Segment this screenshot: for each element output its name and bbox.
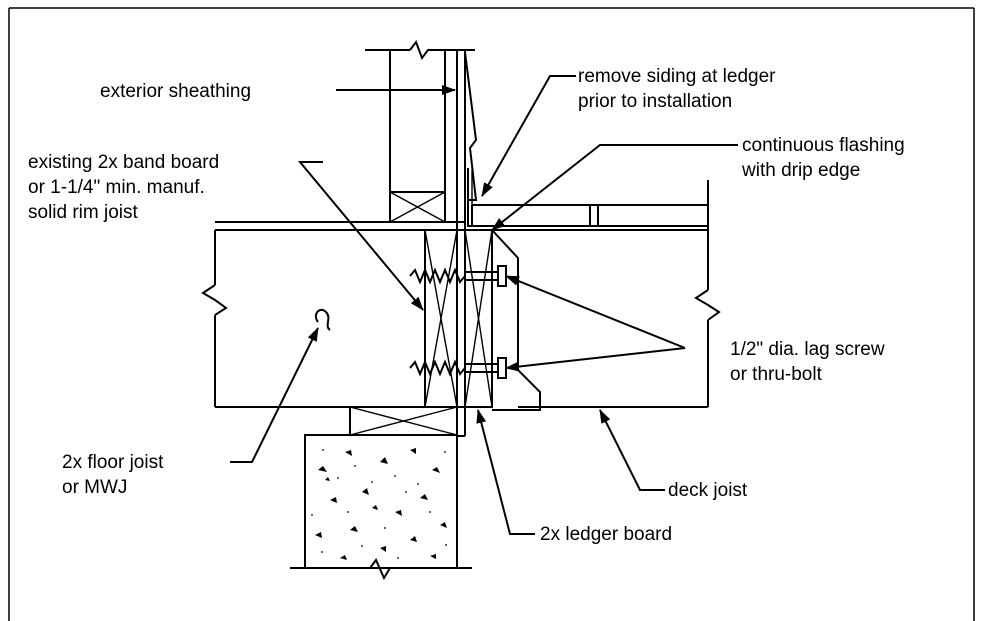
joist-hanger [491,229,541,411]
labels: exterior sheathing remove siding at ledg… [28,66,905,545]
siding [464,51,478,201]
band-board [424,229,458,408]
subfloor [215,221,465,231]
label-ledger-board: 2x ledger board [540,524,672,545]
label-remove-siding-line2: prior to installation [578,91,732,112]
upper-wall-stud [365,39,475,192]
label-floor-joist-line2: or MWJ [62,477,127,498]
decking [471,204,708,227]
exterior-sheathing [456,50,466,437]
ledger-board [464,229,493,408]
leader-lines [230,75,738,535]
label-lag-screw-line1: 1/2" dia. lag screw [730,339,885,360]
drawing-frame [8,7,975,621]
label-lag-screw-line2: or thru-bolt [730,364,823,385]
label-exterior-sheathing: exterior sheathing [100,81,251,102]
sole-plate [389,191,446,223]
foundation-wall [290,434,472,581]
lag-screw-upper [409,265,507,287]
label-deck-joist: deck joist [668,480,748,501]
label-floor-joist-line1: 2x floor joist [62,452,164,473]
label-band-board-line3: solid rim joist [28,202,139,223]
label-flashing-line1: continuous flashing [742,135,905,156]
sill-plate [349,406,458,436]
label-band-board-line1: existing 2x band board [28,152,219,173]
label-band-board-line2: or 1-1/4" min. manuf. [28,177,205,198]
deck-joist [492,180,721,408]
label-remove-siding-line1: remove siding at ledger [578,66,776,87]
label-flashing-line2: with drip edge [741,160,860,181]
